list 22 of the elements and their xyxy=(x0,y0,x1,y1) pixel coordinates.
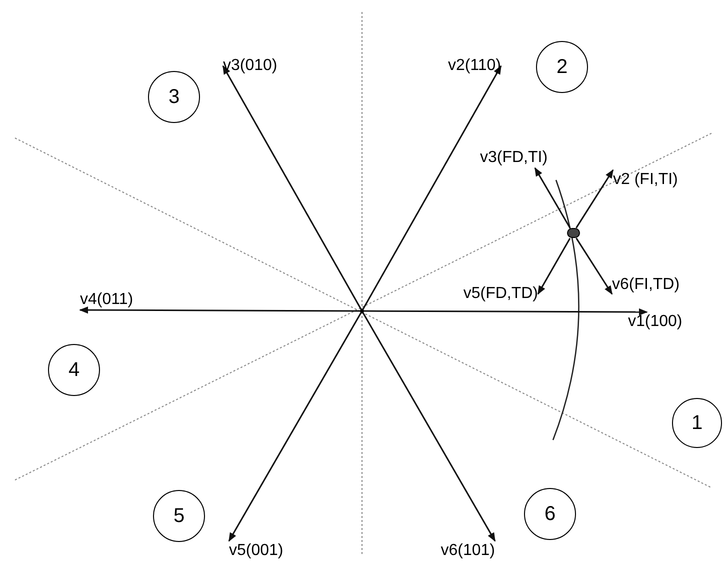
vector-arrow xyxy=(364,308,648,316)
vector-arrow xyxy=(79,306,360,314)
vector-arrow xyxy=(362,312,496,542)
vector-arrow xyxy=(537,238,571,295)
vector-label: v6(101) xyxy=(440,541,495,561)
vector-label: v5(FD,TD) xyxy=(463,284,538,304)
vector-label: v6(FI,TD) xyxy=(612,275,680,295)
vector-arrow xyxy=(222,65,362,310)
vector-label: v3(010) xyxy=(223,56,278,76)
state-point xyxy=(566,228,580,238)
vector-label: v5(001) xyxy=(229,541,284,561)
vector-label: v2 (FI,TI) xyxy=(613,170,678,190)
origin-point xyxy=(360,309,364,313)
vector-label: v1(100) xyxy=(628,312,682,332)
vector-label: v4(011) xyxy=(80,290,134,310)
vector-label: v3(FD,TI) xyxy=(480,148,548,168)
vector-arrow xyxy=(228,312,362,542)
vector-arrow xyxy=(534,167,571,228)
vector-arrow xyxy=(362,65,502,310)
vector-arrow xyxy=(576,238,613,295)
vector-arrow xyxy=(576,169,614,228)
vector-label: v2(110) xyxy=(448,56,501,76)
